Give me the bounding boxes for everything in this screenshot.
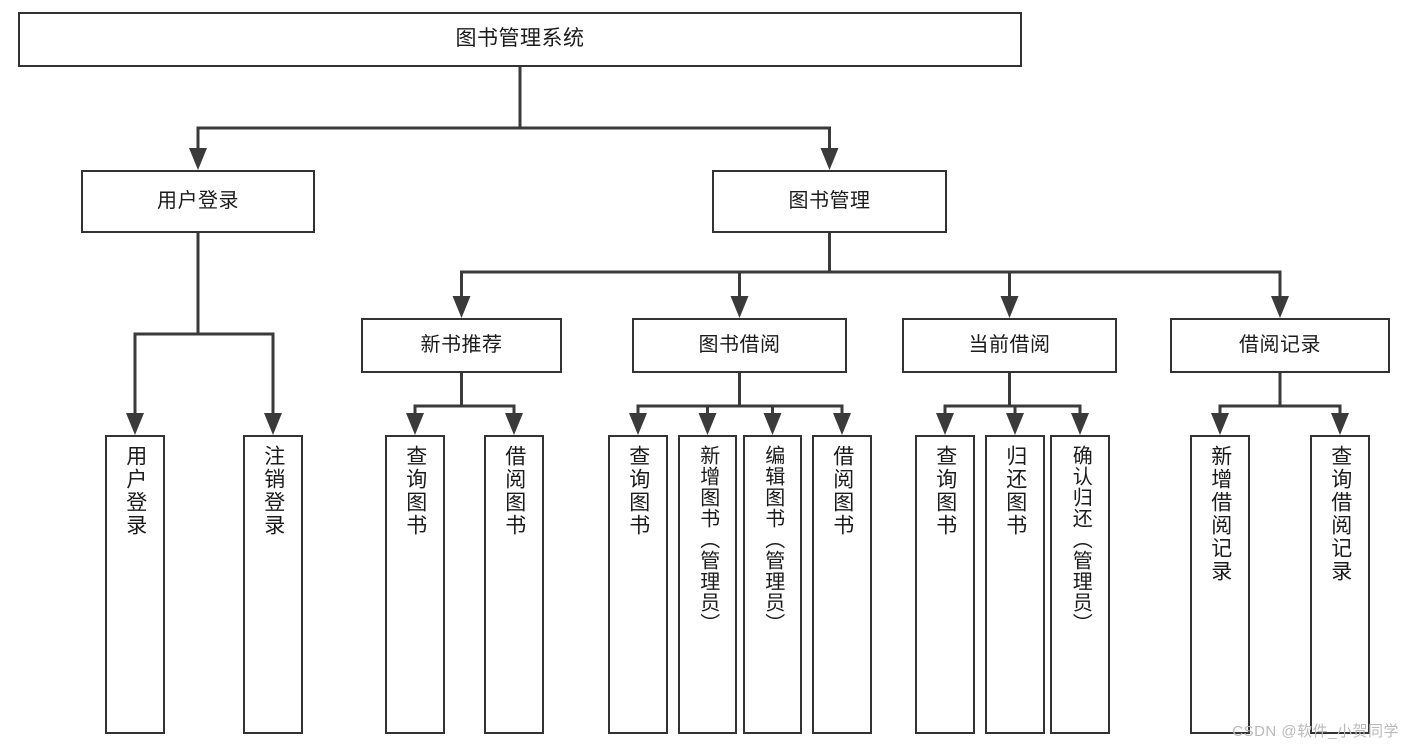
node-label: 查询图书 <box>403 445 427 537</box>
node-label: 注销登录 <box>261 445 285 537</box>
node-label: 查询图书 <box>933 445 957 537</box>
node-label: 新书推荐 <box>420 333 503 356</box>
node-label: 新增借阅记录 <box>1208 445 1232 583</box>
node-label: 新增图书（管理员） <box>696 445 719 634</box>
node-label: 查询图书 <box>626 445 650 537</box>
node-label: 归还图书 <box>1003 445 1027 537</box>
node-book_mgmt[interactable]: 图书管理 <box>712 170 947 233</box>
node-label: 用户登录 <box>123 445 147 537</box>
node-label: 确认归还（管理员） <box>1069 445 1092 634</box>
node-new_book_rec[interactable]: 新书推荐 <box>361 318 562 373</box>
node-label: 借阅图书 <box>830 445 854 537</box>
node-leaf_edit_book[interactable]: 编辑图书（管理员） <box>743 435 802 734</box>
node-label: 编辑图书（管理员） <box>761 445 784 634</box>
node-label: 借阅记录 <box>1239 333 1321 356</box>
node-leaf_conf_ret[interactable]: 确认归还（管理员） <box>1050 435 1110 734</box>
node-leaf_q_rec[interactable]: 查询借阅记录 <box>1310 435 1370 734</box>
node-book_borrow[interactable]: 图书借阅 <box>632 318 847 373</box>
node-borrow_record[interactable]: 借阅记录 <box>1170 318 1390 373</box>
node-label: 图书管理 <box>788 189 871 212</box>
node-user_login[interactable]: 用户登录 <box>81 170 315 233</box>
csdn-watermark: CSDN @软件_小贺同学 <box>1232 723 1399 740</box>
node-leaf_q_book_2[interactable]: 查询图书 <box>608 435 668 734</box>
node-label: 图书借阅 <box>698 333 781 356</box>
node-leaf_return[interactable]: 归还图书 <box>985 435 1045 734</box>
node-leaf_login[interactable]: 用户登录 <box>105 435 165 734</box>
node-label: 图书管理系统 <box>455 27 585 51</box>
node-current_borrow[interactable]: 当前借阅 <box>902 318 1117 373</box>
node-label: 当前借阅 <box>968 333 1051 356</box>
node-leaf_q_book_1[interactable]: 查询图书 <box>385 435 445 734</box>
node-root[interactable]: 图书管理系统 <box>18 12 1022 67</box>
node-leaf_borrow_2[interactable]: 借阅图书 <box>812 435 872 734</box>
node-leaf_add_rec[interactable]: 新增借阅记录 <box>1190 435 1250 734</box>
node-label: 借阅图书 <box>502 445 526 537</box>
node-leaf_borrow_1[interactable]: 借阅图书 <box>484 435 544 734</box>
node-label: 用户登录 <box>157 189 239 212</box>
node-leaf_q_book_3[interactable]: 查询图书 <box>915 435 975 734</box>
node-leaf_add_book[interactable]: 新增图书（管理员） <box>678 435 737 734</box>
node-label: 查询借阅记录 <box>1328 445 1352 583</box>
node-leaf_logout[interactable]: 注销登录 <box>243 435 303 734</box>
